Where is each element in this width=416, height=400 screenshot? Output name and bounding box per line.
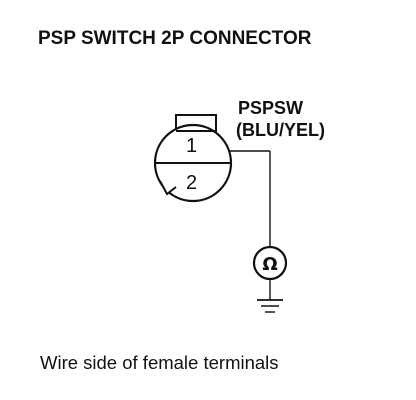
diagram-title: PSP SWITCH 2P CONNECTOR xyxy=(38,28,312,49)
wire-color-label: (BLU/YEL) xyxy=(236,120,325,140)
ohm-symbol: Ω xyxy=(262,254,277,275)
signal-name-label: PSPSW xyxy=(238,98,304,118)
terminal-1-label: 1 xyxy=(186,135,197,157)
terminal-2-label: 2 xyxy=(186,172,197,194)
connector-key-notch xyxy=(159,180,177,196)
diagram-caption: Wire side of female terminals xyxy=(40,352,279,373)
ground-icon xyxy=(257,299,283,313)
